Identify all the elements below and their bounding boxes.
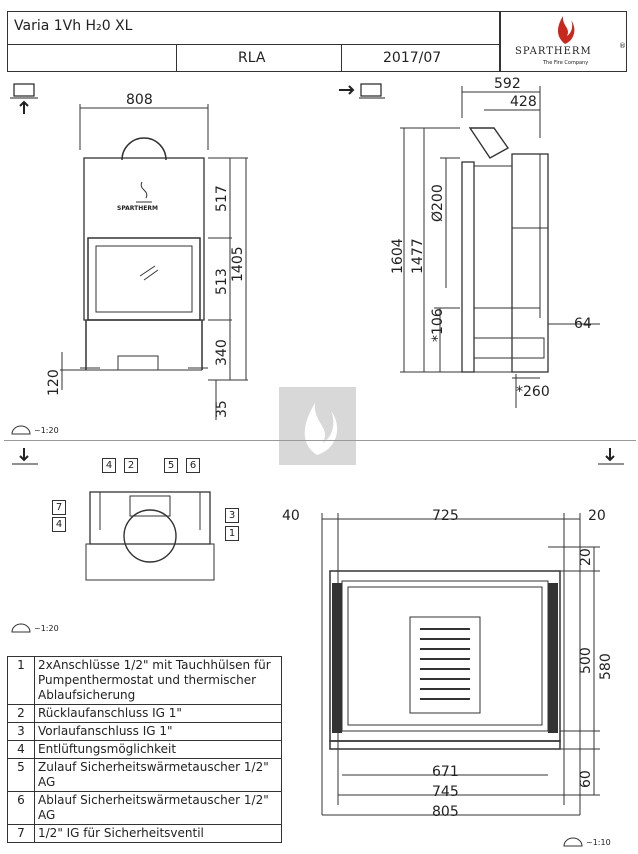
dim-top-60: 60	[578, 770, 594, 788]
dim-side-64: 64	[574, 316, 592, 332]
watermark-flame-icon	[304, 403, 338, 455]
brand-name: SPARTHERM	[515, 46, 592, 57]
callout-7: 7	[52, 500, 66, 515]
callout-4b: 4	[52, 517, 66, 532]
dim-front-513: 513	[214, 268, 230, 295]
view-side-icon	[339, 83, 385, 99]
dim-front-1405: 1405	[230, 246, 246, 282]
callout-4a: 4	[102, 458, 116, 473]
model-name: Varia 1Vh H₂0 XL	[14, 18, 133, 34]
dim-side-1604: 1604	[390, 238, 406, 274]
callout-3: 3	[225, 508, 239, 523]
scale-icon	[11, 425, 31, 435]
top-view-small-drawing	[85, 491, 215, 581]
callout-1: 1	[225, 526, 239, 541]
scale-label-1: ~1:20	[34, 426, 59, 435]
scale-label-2: ~1:20	[34, 624, 59, 633]
variant-label: RLA	[238, 50, 266, 66]
top-view-large-drawing	[321, 513, 600, 816]
registered-mark: ®	[619, 42, 626, 50]
dim-top-20b: 20	[578, 548, 594, 566]
door-flame-icon	[136, 181, 152, 203]
callout-6: 6	[186, 458, 200, 473]
dim-top-580: 580	[598, 653, 614, 680]
dim-front-width: 808	[126, 92, 153, 108]
front-view-drawing	[60, 104, 248, 420]
scale-icon-2	[11, 623, 31, 633]
dim-top-745: 745	[432, 784, 459, 800]
dim-side-dia200: Ø200	[430, 184, 446, 222]
dim-side-592: 592	[494, 76, 521, 92]
dim-side-428: 428	[510, 94, 537, 110]
dim-top-500: 500	[578, 647, 594, 674]
dim-front-517: 517	[214, 185, 230, 212]
dim-top-671: 671	[432, 764, 459, 780]
view-front-icon	[10, 83, 38, 114]
view-top-icon-2	[598, 448, 624, 465]
scale-icon-3	[563, 837, 583, 847]
side-view-drawing	[400, 86, 600, 408]
watermark-logo	[279, 387, 356, 465]
view-top-icon	[12, 448, 38, 465]
dim-top-20a: 20	[588, 508, 606, 524]
brand-tagline: The Fire Company	[543, 60, 589, 66]
title-block: Varia 1Vh H₂0 XL RLA 2017/07	[7, 11, 500, 72]
dim-front-340: 340	[214, 339, 230, 366]
callout-2: 2	[124, 458, 138, 473]
flame-icon	[558, 16, 575, 44]
dim-front-120: 120	[46, 369, 62, 396]
dim-front-35: 35	[214, 400, 230, 418]
brand-logo: SPARTHERM ® The Fire Company	[500, 11, 627, 72]
dim-top-725: 725	[432, 508, 459, 524]
dim-side-260: *260	[516, 384, 550, 400]
dim-top-805: 805	[432, 804, 459, 820]
dim-top-40: 40	[282, 508, 300, 524]
door-brand-label: SPARTHERM	[117, 205, 158, 212]
callout-5: 5	[164, 458, 178, 473]
dim-side-106: *106	[430, 308, 446, 342]
scale-label-3: ~1:10	[586, 838, 611, 847]
dim-side-1477: 1477	[410, 238, 426, 274]
revision-date: 2017/07	[383, 50, 442, 66]
